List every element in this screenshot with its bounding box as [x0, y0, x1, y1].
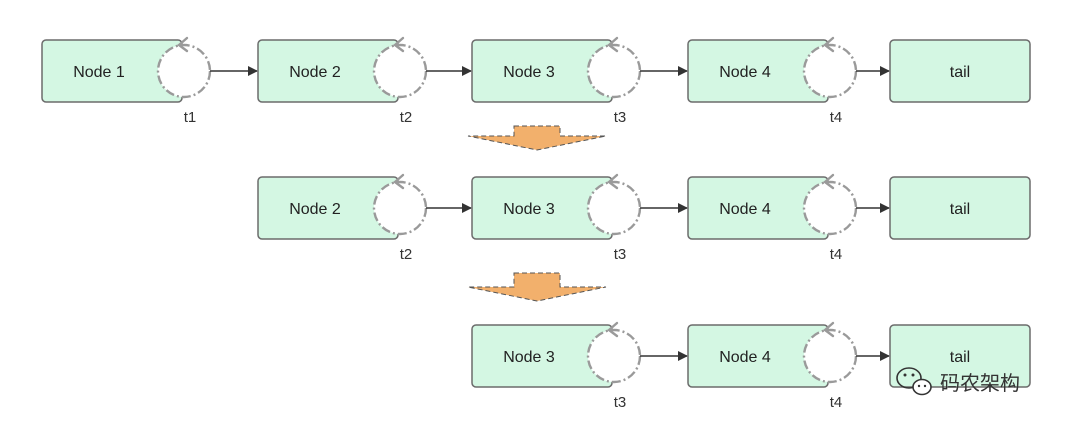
timer-notch	[804, 330, 856, 382]
node-label-node-4: Node 4	[719, 349, 771, 366]
timer-notch	[374, 45, 426, 97]
timer-label-t3: t3	[614, 394, 627, 411]
timer-arrowhead-icon	[393, 173, 405, 190]
timer-notch	[588, 182, 640, 234]
node-label-node-2: Node 2	[289, 64, 341, 81]
node-label-node-3: Node 3	[503, 64, 555, 81]
timer-label-t2: t2	[400, 109, 413, 126]
timer-label-t2: t2	[400, 246, 413, 263]
node-box-tail	[889, 176, 1031, 240]
timer-arrowhead-icon	[177, 36, 189, 53]
timer-notch	[588, 330, 640, 382]
node-box-tail	[889, 39, 1031, 103]
node-box-tail	[889, 324, 1031, 388]
diagram-row-3: Node 3 t3 Node 4 t4 tail	[471, 321, 1031, 411]
watermark: 码农架构	[896, 367, 1020, 396]
timer-arrowhead-icon	[607, 173, 619, 190]
transition-arrow-1	[467, 125, 607, 151]
watermark-text: 码农架构	[940, 372, 1020, 395]
wechat-icon	[896, 367, 932, 396]
transition-arrow-2	[467, 272, 607, 302]
node-label-node-1: Node 1	[73, 64, 125, 81]
timer-notch	[588, 45, 640, 97]
timer-notch	[804, 182, 856, 234]
timer-label-t3: t3	[614, 109, 627, 126]
node-label-node-3: Node 3	[503, 349, 555, 366]
timer-arrowhead-icon	[393, 36, 405, 53]
node-label-node-4: Node 4	[719, 64, 771, 81]
timer-notch	[804, 45, 856, 97]
node-label-tail: tail	[950, 201, 970, 218]
timer-arrowhead-icon	[607, 36, 619, 53]
timer-arrowhead-icon	[823, 36, 835, 53]
timer-notch	[374, 182, 426, 234]
node-label-node-3: Node 3	[503, 201, 555, 218]
node-label-node-4: Node 4	[719, 201, 771, 218]
diagram-row-2: Node 2 t2 Node 3 t3 Node 4 t4 tail	[257, 173, 1031, 263]
timer-arrowhead-icon	[823, 321, 835, 338]
timer-notch	[158, 45, 210, 97]
timer-label-t3: t3	[614, 246, 627, 263]
diagram-row-1: Node 1 t1 Node 2 t2 Node 3 t3 Node 4 t4 tail	[41, 36, 1031, 126]
node-label-tail: tail	[950, 349, 970, 366]
timer-arrowhead-icon	[823, 173, 835, 190]
timer-arrowhead-icon	[607, 321, 619, 338]
timer-label-t4: t4	[830, 109, 843, 126]
timer-label-t4: t4	[830, 246, 843, 263]
timer-label-t4: t4	[830, 394, 843, 411]
timer-label-t1: t1	[184, 109, 197, 126]
node-label-tail: tail	[950, 64, 970, 81]
node-label-node-2: Node 2	[289, 201, 341, 218]
